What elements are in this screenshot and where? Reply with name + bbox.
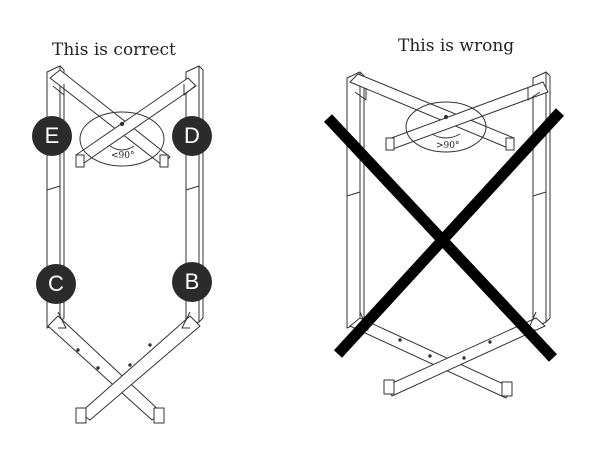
wrong-angle-label: >90° <box>436 141 460 151</box>
badge-b: B <box>172 262 212 302</box>
wrong-cross-mark <box>323 108 565 362</box>
badge-e: E <box>32 116 72 156</box>
correct-angle-label: <90° <box>111 151 135 161</box>
correct-frame <box>46 65 204 424</box>
badge-d: D <box>172 116 212 156</box>
badge-c: C <box>36 264 76 304</box>
correct-caption: This is correct <box>52 40 176 60</box>
wrong-frame <box>346 71 551 399</box>
wrong-caption: This is wrong <box>398 36 515 56</box>
